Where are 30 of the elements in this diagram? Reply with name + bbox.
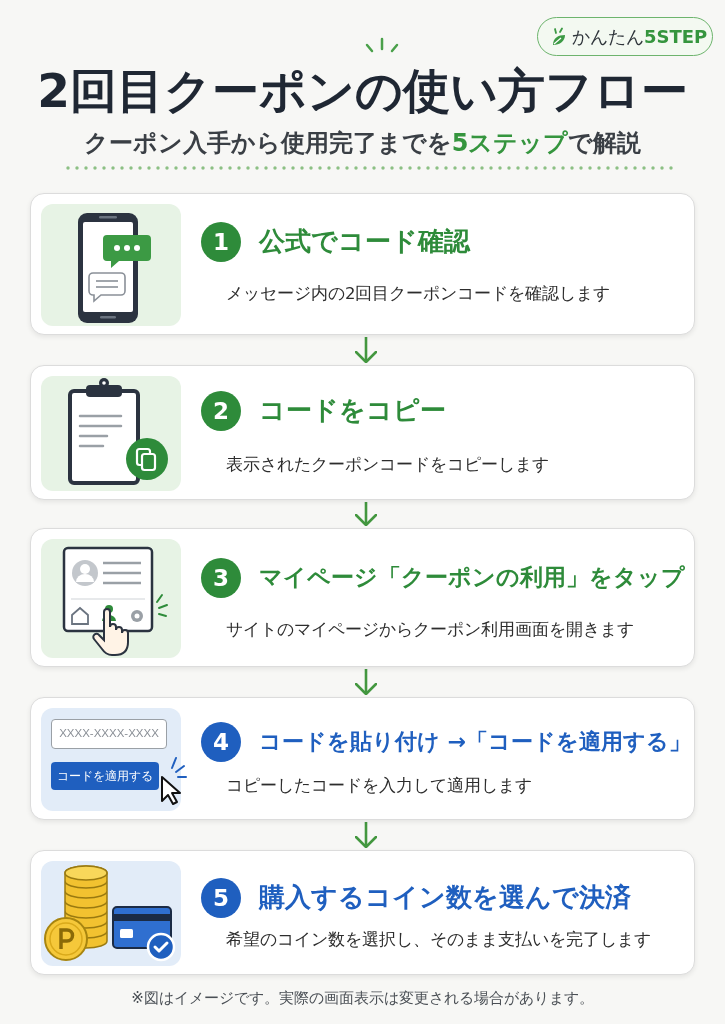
step-card <box>30 193 695 335</box>
label-pill <box>537 17 713 56</box>
step-description: コピーしたコードを入力して適用します <box>226 776 532 796</box>
footnote: ※図はイメージです。実際の画面表示は変更される場合があります。 <box>131 989 594 1007</box>
step-card <box>30 697 695 820</box>
title: 2回目クーポンの使い方フロー <box>37 63 688 120</box>
step-title: コードをコピー <box>259 395 446 427</box>
arrow <box>354 669 378 696</box>
step-card <box>30 528 695 667</box>
step-title: コードを貼り付け →「コードを適用する」 <box>259 728 692 756</box>
step-description: サイトのマイページからクーポン利用画面を開きます <box>226 620 634 640</box>
tagline-text: かんたん5STEP <box>572 25 708 48</box>
step-title: マイページ「クーポンの利用」をタップ <box>259 564 685 592</box>
arrow <box>354 822 378 849</box>
step-number-circle: 4 <box>201 722 241 762</box>
step-description: 表示されたクーポンコードをコピーします <box>226 455 549 475</box>
step-card <box>30 850 695 975</box>
step-number-circle: 2 <box>201 391 241 431</box>
step-description: 希望のコイン数を選択し、そのまま支払いを完了します <box>226 930 651 950</box>
step-card <box>30 365 695 500</box>
step-number-circle: 3 <box>201 558 241 598</box>
apply-button: コードを適用する <box>51 762 159 790</box>
step-number-circle: 1 <box>201 222 241 262</box>
input-field: XXXX-XXXX-XXXX <box>51 719 167 749</box>
arrow <box>354 502 378 527</box>
step-title: 公式でコード確認 <box>259 226 470 258</box>
step-description: メッセージ内の2回目クーポンコードを確認します <box>226 284 611 304</box>
subtitle: クーポン入手から使用完了までを5ステップで解説 <box>83 129 642 158</box>
step-number-circle: 5 <box>201 878 241 918</box>
step-title: 購入するコイン数を選んで決済 <box>259 882 631 914</box>
